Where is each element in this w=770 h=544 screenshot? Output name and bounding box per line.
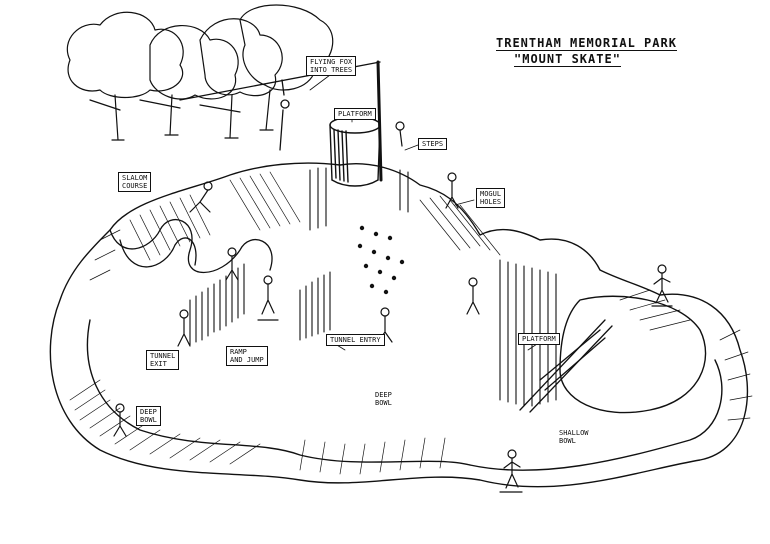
label-tunnel-exit: TUNNEL EXIT	[146, 350, 180, 370]
label-slalom: SLALOM COURSE	[118, 172, 152, 192]
park-subtitle: "MOUNT SKATE"	[514, 52, 621, 67]
label-deep-bowl-left: DEEP BOWL	[136, 406, 161, 426]
park-title: TRENTHAM MEMORIAL PARK	[496, 36, 677, 51]
mound	[49, 162, 749, 488]
label-ramp-jump: RAMP AND JUMP	[226, 346, 268, 366]
label-shallow-bowl: SHALLOW BOWL	[559, 429, 589, 445]
flying-fox	[179, 60, 383, 182]
label-platform-top: PLATFORM	[334, 108, 376, 120]
ramp-right	[519, 319, 613, 413]
hatching	[69, 171, 753, 475]
label-steps: STEPS	[418, 138, 448, 150]
platform-tower	[329, 116, 381, 187]
mogul-holes	[357, 225, 405, 295]
label-flying-fox: FLYING FOX INTO TREES	[306, 56, 357, 76]
label-platform-right: PLATFORM	[518, 333, 560, 345]
label-mogul: MOGUL HOLES	[476, 188, 506, 208]
trees	[66, 4, 334, 141]
slalom-path	[109, 219, 273, 273]
label-tunnel-entry: TUNNEL ENTRY	[326, 334, 385, 346]
skaters	[113, 121, 673, 493]
label-deep-bowl-center: DEEP BOWL	[375, 391, 392, 407]
